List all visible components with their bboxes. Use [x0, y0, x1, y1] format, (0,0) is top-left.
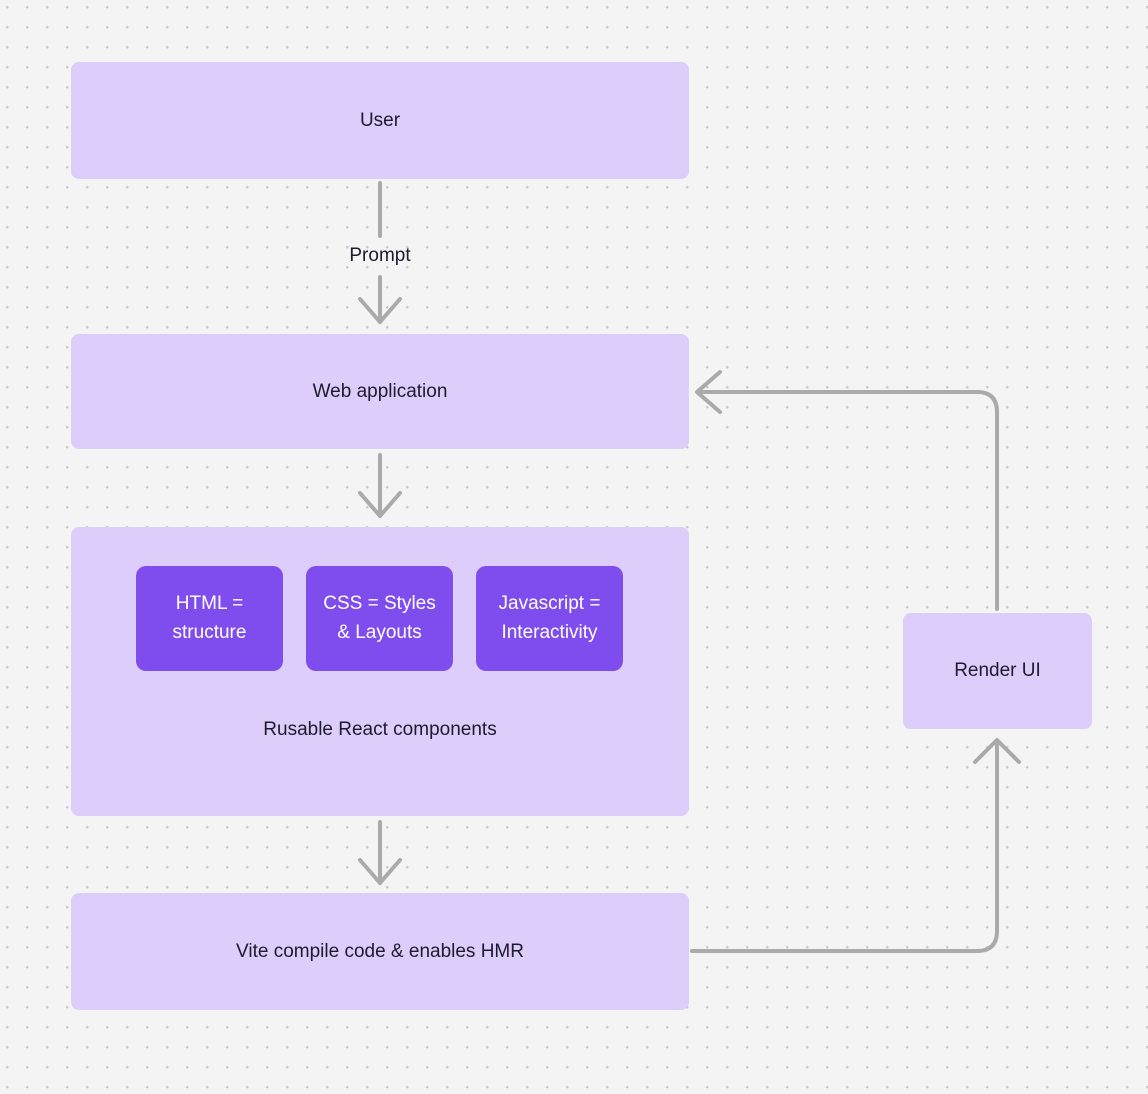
edge-components-to-vite: [358, 820, 402, 885]
edge-components-to-vite-arrowhead: [358, 858, 402, 885]
node-user-label: User: [359, 109, 401, 131]
node-javascript-label-line1: Javascript =: [498, 593, 601, 614]
node-user[interactable]: User: [71, 62, 689, 179]
edge-web-application-to-components: [358, 453, 402, 518]
node-html-label-line2: structure: [172, 621, 247, 643]
node-web-application-label: Web application: [312, 380, 448, 402]
edge-label-prompt: Prompt: [330, 245, 430, 267]
node-vite-label: Vite compile code & enables HMR: [236, 940, 524, 962]
edge-user-to-web-application-arrowhead: [358, 297, 402, 324]
edge-label-prompt-text: Prompt: [349, 245, 411, 266]
node-javascript-label-line2: Interactivity: [501, 621, 598, 643]
node-html-label-line1: HTML =: [175, 593, 244, 614]
edge-vite-to-render-ui-arrowhead: [973, 738, 1021, 764]
node-css-label-line1: CSS = Styles: [323, 593, 436, 614]
edge-render-ui-to-web-application-line: [698, 390, 999, 611]
node-render-ui-label: Render UI: [954, 660, 1041, 682]
node-web-application[interactable]: Web application: [71, 334, 689, 449]
edge-vite-to-render-ui: [690, 738, 1021, 953]
edge-vite-to-render-ui-line: [690, 740, 999, 953]
node-components-group-label: Rusable React components: [71, 719, 689, 741]
node-html[interactable]: HTML = structure: [136, 566, 283, 671]
edge-render-ui-to-web-application: [695, 370, 999, 611]
node-components-group-label-text: Rusable React components: [263, 719, 497, 740]
node-css[interactable]: CSS = Styles & Layouts: [306, 566, 453, 671]
node-css-label-line2: & Layouts: [337, 621, 422, 643]
edge-render-ui-to-web-application-arrowhead: [695, 370, 722, 414]
node-render-ui[interactable]: Render UI: [903, 613, 1092, 729]
node-vite[interactable]: Vite compile code & enables HMR: [71, 893, 689, 1010]
node-javascript[interactable]: Javascript = Interactivity: [476, 566, 623, 671]
edge-web-application-to-components-arrowhead: [358, 491, 402, 518]
